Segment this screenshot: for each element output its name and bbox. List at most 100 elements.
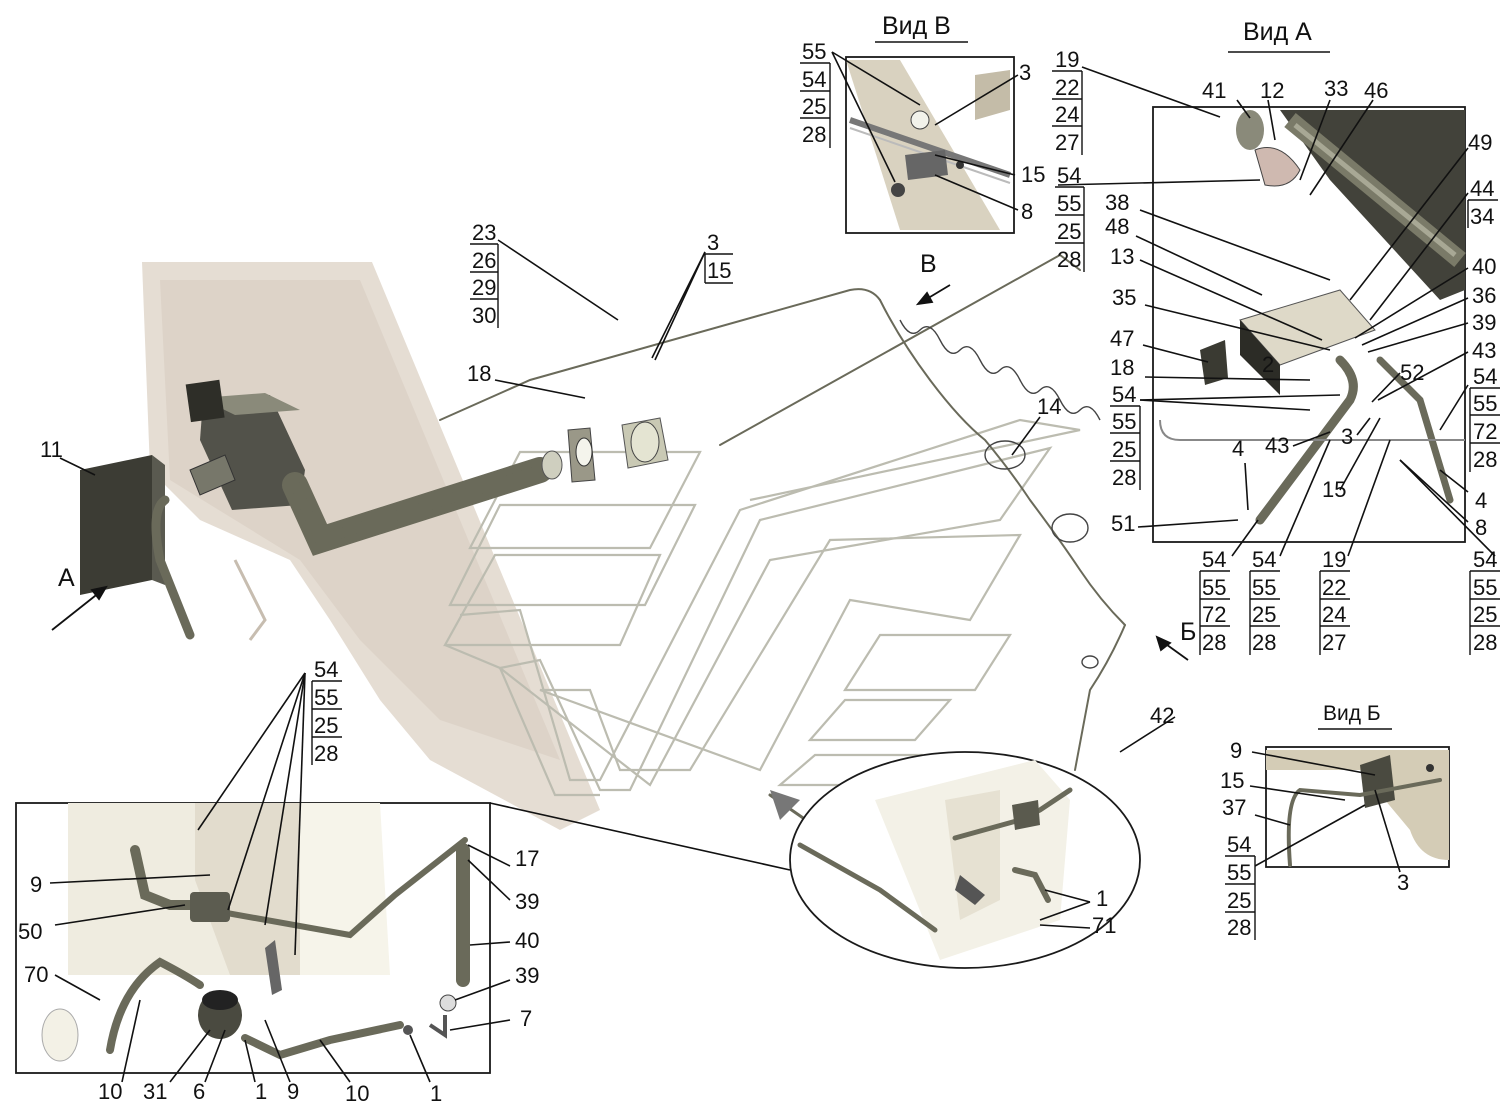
callout: 24 [1055, 102, 1079, 127]
callout: 28 [1112, 465, 1136, 490]
exhaust-assembly [80, 379, 669, 640]
callout: 6 [193, 1079, 205, 1104]
callout: 39 [1472, 310, 1496, 335]
callout: 25 [1227, 888, 1251, 913]
callout: 8 [1021, 199, 1033, 224]
callout-labels: 55 54 25 28 3 15 8 19 22 24 27 54 55 25 … [18, 39, 1497, 1105]
callout: 55 [1473, 391, 1497, 416]
callout: 46 [1364, 78, 1388, 103]
callout: 18 [1110, 355, 1134, 380]
callout: 34 [1470, 204, 1494, 229]
callout: 17 [515, 846, 539, 871]
callout: 54 [802, 67, 826, 92]
callout: 28 [802, 122, 826, 147]
callout: 4 [1475, 488, 1487, 513]
callout: 25 [314, 713, 338, 738]
callout: 55 [802, 39, 826, 64]
callout: 3 [1397, 870, 1409, 895]
callout: 28 [1252, 630, 1276, 655]
callout: 39 [515, 963, 539, 988]
callout: 72 [1473, 419, 1497, 444]
callout: 55 [1202, 575, 1226, 600]
callout: 54 [1473, 364, 1497, 389]
arrow-v-label: В [920, 250, 937, 278]
callout: 25 [1112, 437, 1136, 462]
coiled-hose [899, 319, 1101, 669]
callout: 3 [707, 230, 719, 255]
callout: 55 [1252, 575, 1276, 600]
callout: 4 [1232, 436, 1244, 461]
callout: 15 [1322, 477, 1346, 502]
callout: 28 [1057, 247, 1081, 272]
callout: 25 [802, 94, 826, 119]
callout: 28 [1473, 447, 1497, 472]
callout: 9 [1230, 738, 1242, 763]
callout: 52 [1400, 360, 1424, 385]
view-b-small-title: Вид Б [1323, 702, 1381, 725]
callout: 49 [1468, 130, 1492, 155]
callout: 19 [1055, 47, 1079, 72]
callout: 22 [1322, 575, 1346, 600]
callout: 42 [1150, 703, 1174, 728]
callout: 1 [430, 1081, 442, 1105]
callout: 7 [520, 1006, 532, 1031]
callout: 54 [1473, 547, 1497, 572]
view-a-title: Вид А [1243, 18, 1312, 46]
callout: 39 [515, 889, 539, 914]
callout: 51 [1111, 511, 1135, 536]
callout: 15 [707, 258, 731, 283]
callout: 9 [287, 1079, 299, 1104]
callout: 55 [314, 685, 338, 710]
callout: 25 [1252, 602, 1276, 627]
callout: 41 [1202, 78, 1226, 103]
callout: 28 [314, 741, 338, 766]
arrow-a-label: А [58, 564, 75, 592]
callout: 19 [1322, 547, 1346, 572]
callout: 24 [1322, 602, 1346, 627]
callout: 18 [467, 361, 491, 386]
callout: 38 [1105, 190, 1129, 215]
callout: 35 [1112, 285, 1136, 310]
callout: 3 [1019, 60, 1031, 85]
cab-silhouette [142, 262, 600, 830]
callout: 33 [1324, 76, 1348, 101]
callout: 43 [1472, 338, 1496, 363]
view-b-inset [1265, 746, 1450, 868]
callout: 47 [1110, 326, 1134, 351]
logo-watermark [443, 418, 1081, 797]
callout: 54 [314, 657, 338, 682]
callout: 43 [1265, 433, 1289, 458]
callout: 26 [472, 248, 496, 273]
callout: 2 [1262, 352, 1274, 377]
callout: 28 [1202, 630, 1226, 655]
callout: 29 [472, 275, 496, 300]
callout: 1 [255, 1079, 267, 1104]
callout: 55 [1473, 575, 1497, 600]
callout: 70 [24, 962, 48, 987]
callout: 55 [1057, 191, 1081, 216]
callout: 54 [1252, 547, 1276, 572]
callout: 9 [30, 872, 42, 897]
callout: 23 [472, 220, 496, 245]
callout: 54 [1112, 382, 1136, 407]
callout: 54 [1227, 832, 1251, 857]
callout: 37 [1222, 795, 1246, 820]
label-stack-rules [311, 62, 1500, 940]
callout: 40 [515, 928, 539, 953]
callout: 15 [1021, 162, 1045, 187]
callout: 54 [1202, 547, 1226, 572]
callout: 25 [1057, 219, 1081, 244]
callout: 28 [1227, 915, 1251, 940]
arrow-b-label: Б [1180, 618, 1196, 646]
callout: 1 [1096, 886, 1108, 911]
callout: 28 [1473, 630, 1497, 655]
callout: 31 [143, 1079, 167, 1104]
callout: 50 [18, 919, 42, 944]
callout: 30 [472, 303, 496, 328]
callout: 27 [1055, 130, 1079, 155]
callout: 40 [1472, 254, 1496, 279]
callout: 10 [98, 1079, 122, 1104]
callout: 14 [1037, 394, 1061, 419]
